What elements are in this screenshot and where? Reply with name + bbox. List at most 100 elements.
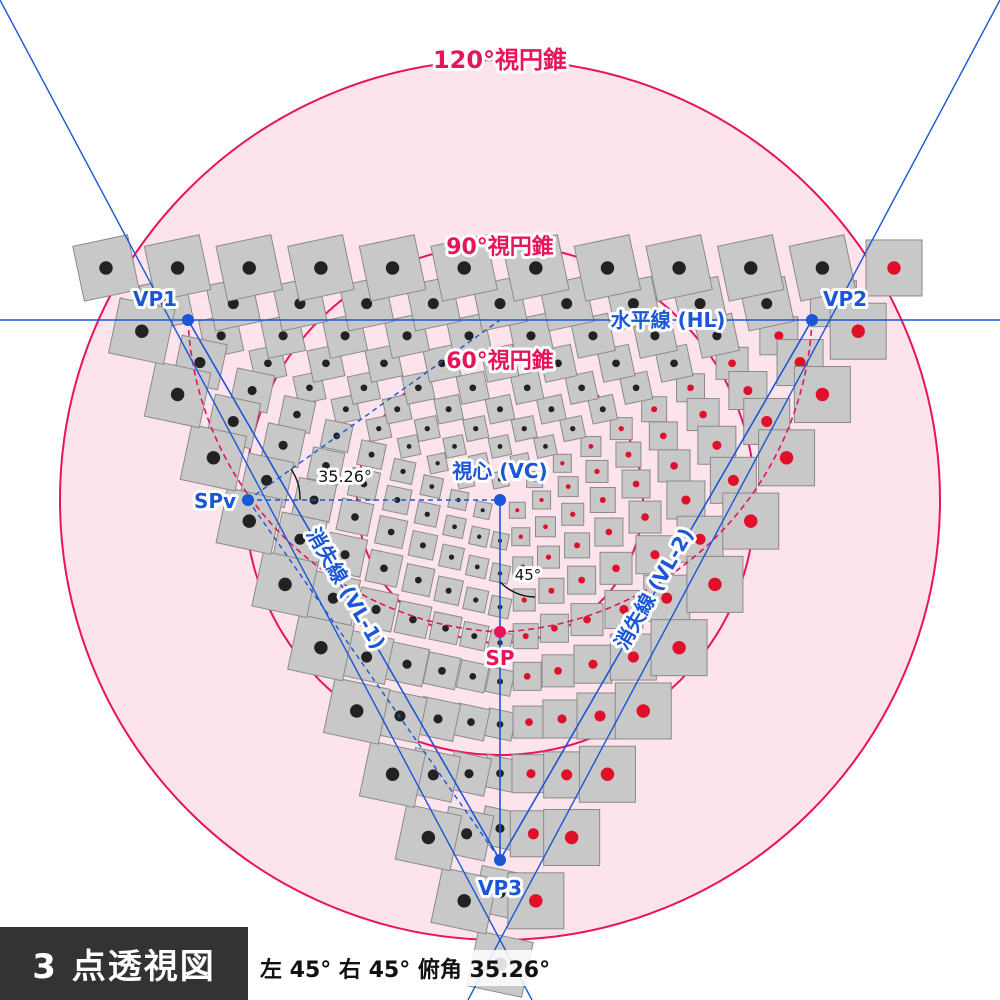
die-pip xyxy=(400,468,406,475)
cone-90-label: 90°視円錐 xyxy=(446,234,554,260)
die-pip xyxy=(529,261,543,275)
die xyxy=(445,312,493,359)
die-pip xyxy=(380,359,388,368)
edge-line-right xyxy=(467,0,1000,1000)
vp3-point xyxy=(494,854,506,866)
die xyxy=(401,370,436,405)
die xyxy=(645,234,713,302)
die xyxy=(758,429,816,487)
die-pip xyxy=(554,359,562,368)
die-pip xyxy=(612,564,620,573)
die xyxy=(573,234,642,302)
die xyxy=(107,297,176,366)
die xyxy=(480,343,520,383)
die xyxy=(511,527,531,547)
die-pip xyxy=(523,384,531,392)
vc-point xyxy=(494,494,506,506)
die xyxy=(413,414,441,443)
die-pip xyxy=(708,577,722,592)
die-pip xyxy=(694,533,706,545)
die-pip xyxy=(627,651,639,663)
die xyxy=(628,500,662,534)
die-pip xyxy=(360,480,368,488)
die-pip xyxy=(402,659,412,669)
die-pip xyxy=(435,461,440,466)
die xyxy=(536,545,560,569)
die-pip xyxy=(727,474,739,486)
die xyxy=(419,474,445,500)
die-face xyxy=(538,577,565,604)
die-pip xyxy=(414,384,422,392)
die-pip xyxy=(322,359,330,368)
horizon-label: 水平線 (HL) xyxy=(611,308,726,332)
die-pip xyxy=(543,444,548,449)
die xyxy=(512,556,534,578)
die xyxy=(615,441,642,468)
die-pip xyxy=(515,508,520,513)
die-pip xyxy=(419,542,426,549)
die-pip xyxy=(588,659,598,669)
die xyxy=(502,234,570,302)
die-pip xyxy=(570,425,576,432)
die xyxy=(635,535,675,575)
die-pip xyxy=(497,406,503,413)
die-pip xyxy=(498,477,502,482)
die xyxy=(338,629,395,685)
die-pip xyxy=(570,511,576,517)
spv-to-vp3-line xyxy=(247,499,501,861)
die xyxy=(143,234,212,302)
die-pip xyxy=(523,672,531,680)
die xyxy=(489,469,511,490)
die-pip xyxy=(445,406,452,413)
die-pip xyxy=(261,474,273,486)
die-pip xyxy=(594,468,600,475)
die-pip xyxy=(227,415,239,427)
die-pip xyxy=(448,554,455,560)
die-pip xyxy=(368,451,375,458)
die xyxy=(538,343,578,383)
die xyxy=(322,677,391,745)
die-pip xyxy=(588,444,594,449)
die xyxy=(72,234,140,302)
die xyxy=(215,487,284,555)
die-pip xyxy=(421,830,436,845)
die xyxy=(414,695,462,743)
die-pip xyxy=(461,828,473,840)
die-pip xyxy=(464,331,474,341)
die xyxy=(829,302,887,360)
die-pip xyxy=(409,615,417,624)
die-pip xyxy=(360,384,368,392)
title-box: 3 点透視図 xyxy=(0,927,248,1000)
die xyxy=(393,600,433,640)
die-pip xyxy=(294,533,306,545)
die xyxy=(389,457,417,486)
subtitle: 左 45° 右 45° 俯角 35.26° xyxy=(256,950,555,986)
die-face xyxy=(635,535,675,575)
die-pip xyxy=(477,461,482,466)
die-pip xyxy=(518,461,523,466)
die-pip xyxy=(438,667,446,675)
die xyxy=(526,471,544,489)
die-pip xyxy=(471,633,478,640)
die-pip xyxy=(687,384,694,392)
die-face xyxy=(648,421,678,451)
die xyxy=(512,661,542,691)
die-pip xyxy=(340,550,350,560)
die-pip xyxy=(557,714,567,724)
die xyxy=(648,421,678,451)
sp-point xyxy=(494,626,506,638)
die-pip xyxy=(560,461,565,466)
die-pip xyxy=(851,324,865,338)
die xyxy=(464,554,490,580)
die xyxy=(589,487,616,513)
die-pip xyxy=(699,410,707,419)
die-pip xyxy=(361,298,373,310)
die-pip xyxy=(322,461,330,470)
die xyxy=(510,414,538,443)
die xyxy=(321,531,369,578)
angle-label-spv: 35.26° xyxy=(318,467,372,486)
die xyxy=(401,562,436,598)
die-pip xyxy=(651,406,658,413)
die xyxy=(428,611,463,646)
